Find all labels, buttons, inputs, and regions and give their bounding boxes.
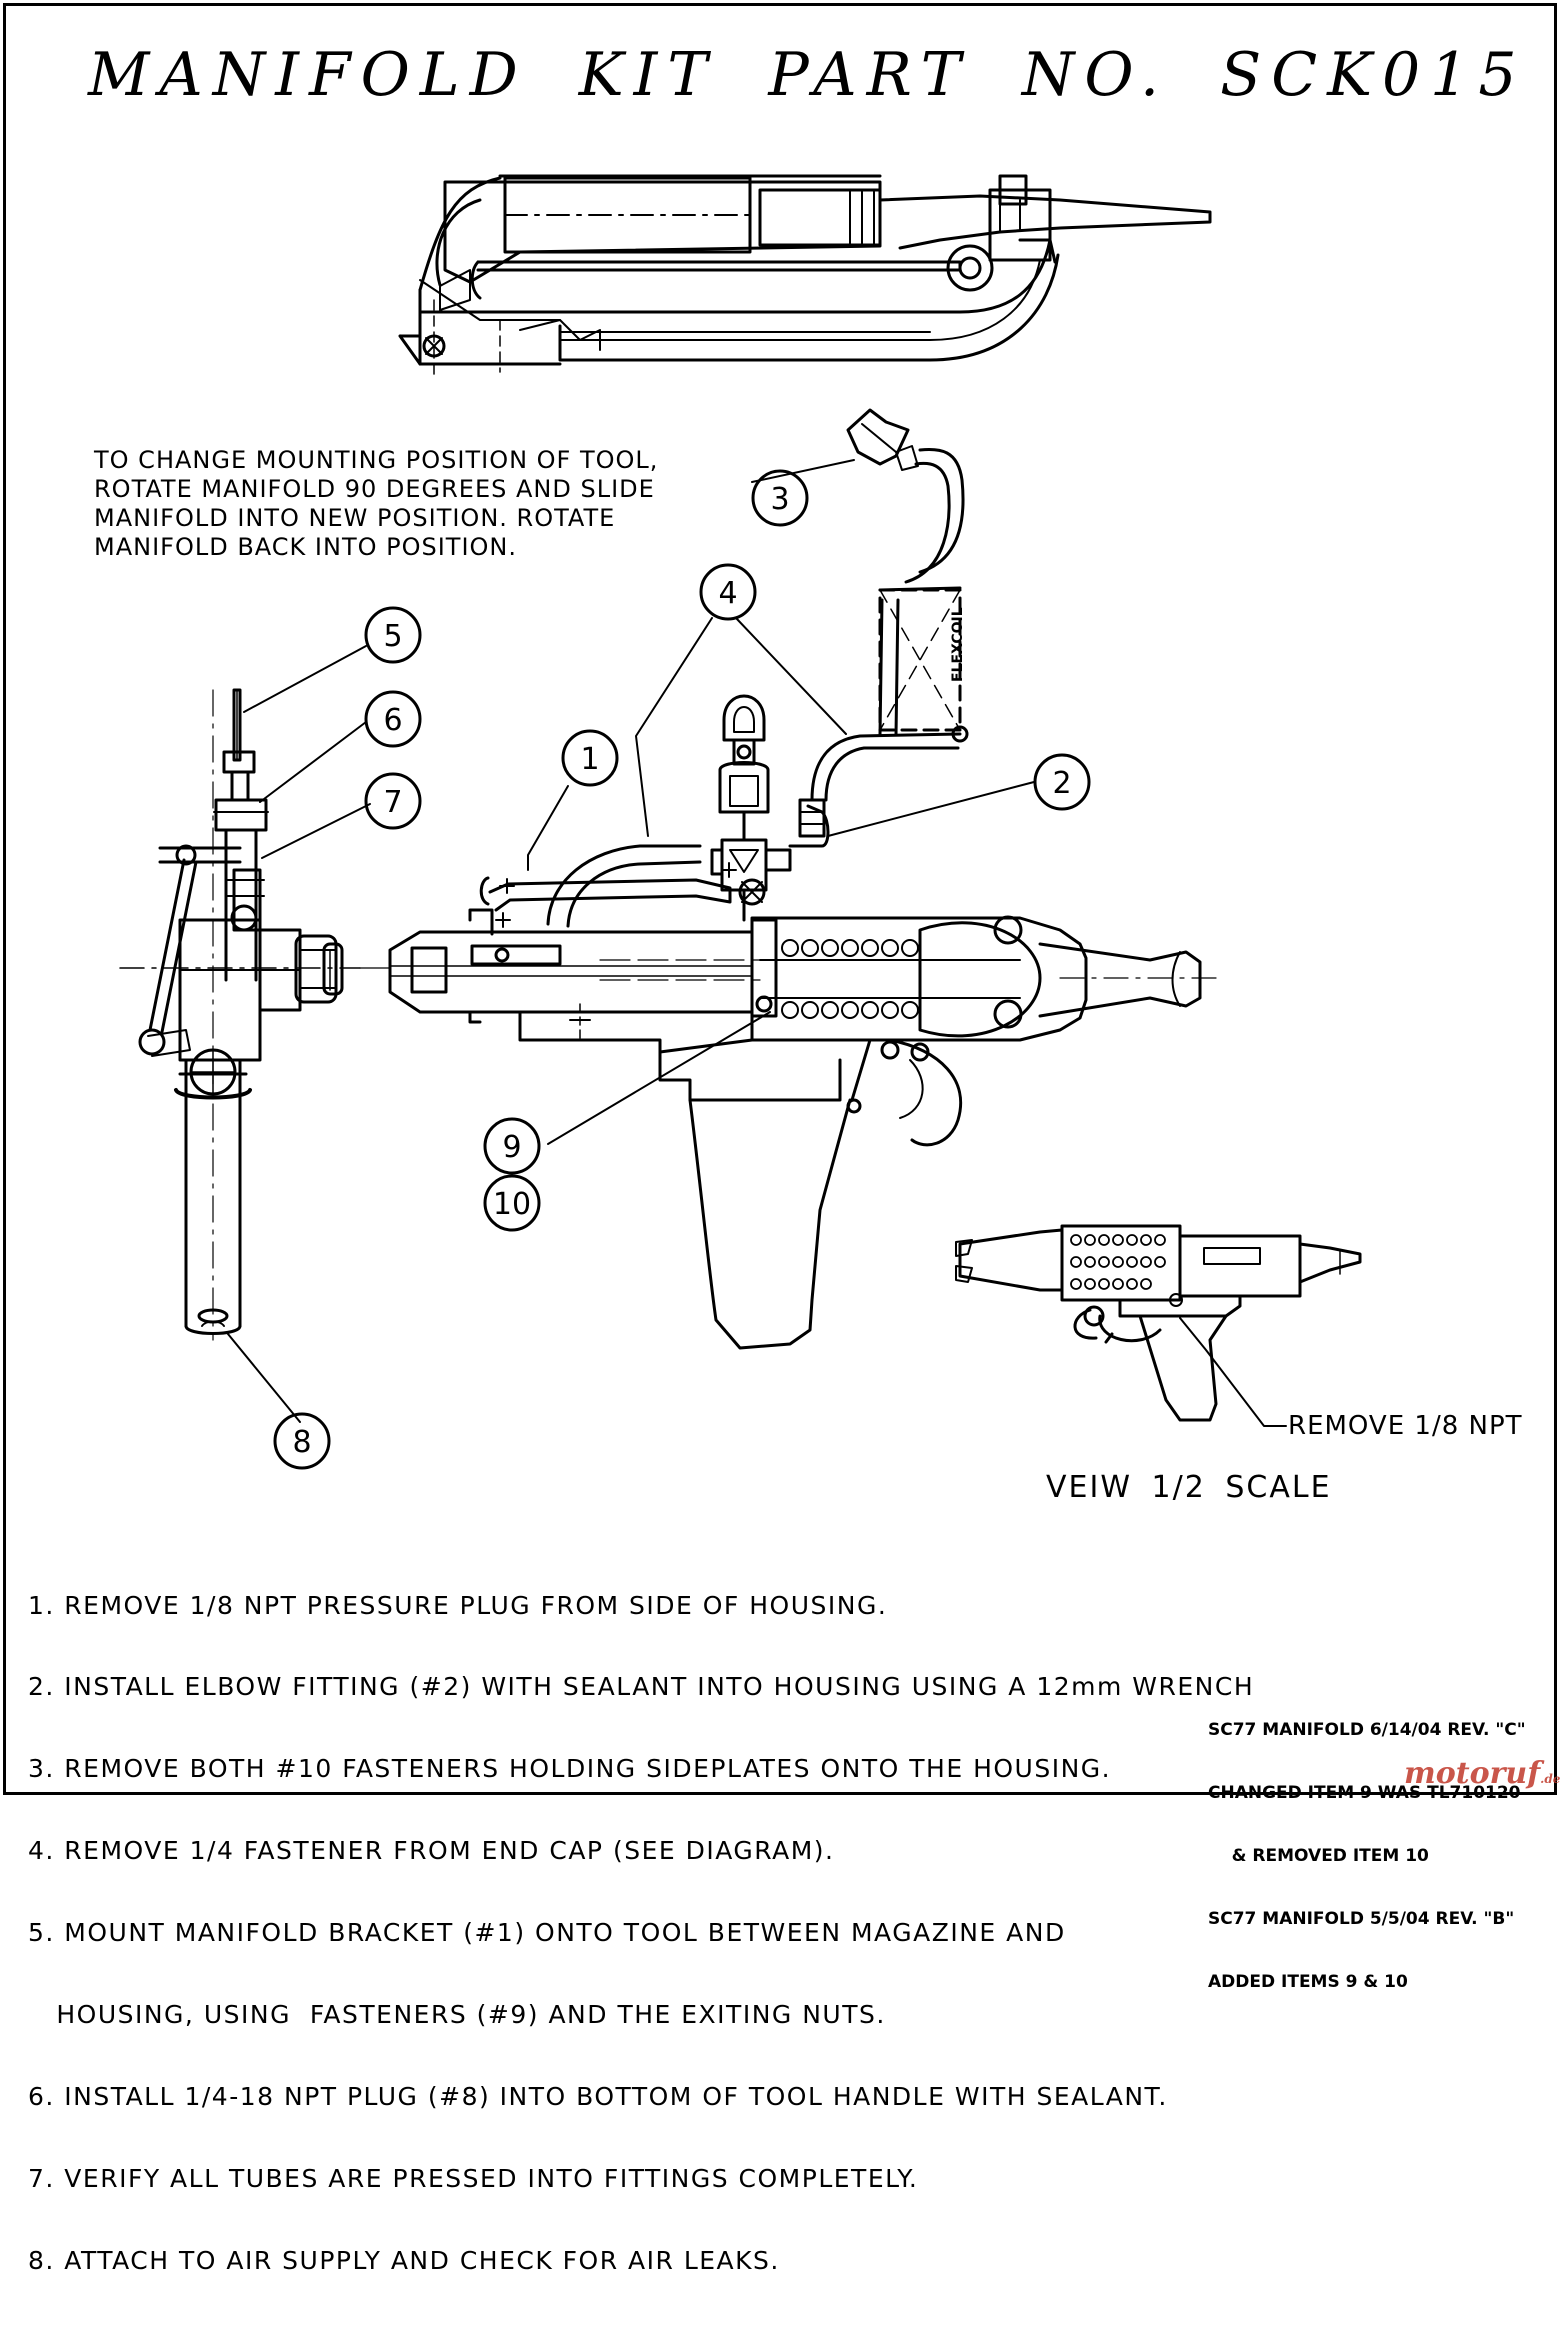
- revision-line: CHANGED ITEM 9 WAS TL710120: [1208, 1783, 1521, 1803]
- end-view-drawing: [119, 688, 361, 1341]
- callout-10: 10: [483, 1174, 541, 1232]
- leader-lines: [227, 459, 1287, 1427]
- watermark-text: motoruf: [1404, 1756, 1541, 1791]
- callout-2: 2: [1033, 753, 1091, 811]
- note-line: MANIFOLD BACK INTO POSITION.: [94, 533, 518, 561]
- half-scale-view-drawing: [955, 1224, 1362, 1422]
- note-line: MANIFOLD INTO NEW POSITION. ROTATE: [94, 504, 616, 532]
- top-view-drawing: [398, 174, 1212, 381]
- callout-5: 5: [364, 606, 422, 664]
- callout-3-label: 3: [770, 482, 789, 517]
- callout-3: 3: [751, 469, 809, 527]
- technical-drawing: 1 2 3 4 5 6 7: [119, 174, 1362, 1470]
- drawing-frame: [3, 3, 1557, 1795]
- instruction-step: 4. REMOVE 1/4 FASTENER FROM END CAP (SEE…: [28, 1836, 835, 1866]
- instruction-step: 8. ATTACH TO AIR SUPPLY AND CHECK FOR AI…: [28, 2245, 780, 2275]
- callout-10-label: 10: [493, 1187, 531, 1222]
- instruction-step: 2. INSTALL ELBOW FITTING (#2) WITH SEALA…: [28, 1672, 1255, 1702]
- revision-line: SC77 MANIFOLD 5/5/04 REV. "B": [1208, 1909, 1515, 1929]
- flexcoil-label: FLEXCOIL: [950, 607, 966, 682]
- drawing-title: MANIFOLD KIT PART NO. SCK015: [88, 40, 1527, 110]
- watermark-suffix: .de: [1540, 1772, 1561, 1786]
- instruction-steps: 1. REMOVE 1/8 NPT PRESSURE PLUG FROM SID…: [28, 1537, 1254, 2329]
- watermark-logo: motoruf.de: [1404, 1756, 1560, 1791]
- instruction-step: 5. MOUNT MANIFOLD BRACKET (#1) ONTO TOOL…: [28, 1918, 1066, 1948]
- callout-4-label: 4: [718, 576, 737, 611]
- revision-line: & REMOVED ITEM 10: [1208, 1846, 1429, 1866]
- callout-5-label: 5: [383, 619, 402, 654]
- callout-6-label: 6: [383, 703, 402, 738]
- revision-line: SC77 MANIFOLD 6/14/04 REV. "C": [1208, 1720, 1526, 1740]
- note-line: TO CHANGE MOUNTING POSITION OF TOOL,: [94, 446, 659, 474]
- remove-plug-label: REMOVE 1/8 NPT: [1288, 1411, 1523, 1441]
- callout-2-label: 2: [1052, 766, 1071, 801]
- instruction-step: 3. REMOVE BOTH #10 FASTENERS HOLDING SID…: [28, 1754, 1112, 1784]
- revision-block: SC77 MANIFOLD 6/14/04 REV. "C" CHANGED I…: [1208, 1678, 1526, 2035]
- callout-9-label: 9: [502, 1130, 521, 1165]
- callout-8-label: 8: [292, 1425, 311, 1460]
- callout-9: 9: [483, 1117, 541, 1175]
- note-line: ROTATE MANIFOLD 90 DEGREES AND SLIDE: [94, 475, 655, 503]
- mounting-note: TO CHANGE MOUNTING POSITION OF TOOL, ROT…: [94, 446, 658, 562]
- instruction-step: HOUSING, USING FASTENERS (#9) AND THE EX…: [28, 2000, 886, 2030]
- callout-7-label: 7: [383, 785, 402, 820]
- instruction-step: 7. VERIFY ALL TUBES ARE PRESSED INTO FIT…: [28, 2163, 919, 2193]
- callout-6: 6: [364, 690, 422, 748]
- callout-1-label: 1: [580, 742, 599, 777]
- callout-markers: 1 2 3 4 5 6 7: [273, 469, 1091, 1470]
- callout-8: 8: [273, 1412, 331, 1470]
- drawing-sheet: MANIFOLD KIT PART NO. SCK015 TO CHANGE M…: [3, 3, 1560, 2274]
- callout-1: 1: [561, 729, 619, 787]
- instruction-step: 6. INSTALL 1/4-18 NPT PLUG (#8) INTO BOT…: [28, 2081, 1168, 2111]
- revision-line: ADDED ITEMS 9 & 10: [1208, 1972, 1408, 1992]
- half-scale-view-label: VEIW 1/2 SCALE: [1046, 1470, 1332, 1505]
- main-tool-drawing: [359, 408, 1221, 1350]
- callout-4: 4: [699, 563, 757, 621]
- instruction-step: 1. REMOVE 1/8 NPT PRESSURE PLUG FROM SID…: [28, 1590, 888, 1620]
- callout-7: 7: [364, 772, 422, 830]
